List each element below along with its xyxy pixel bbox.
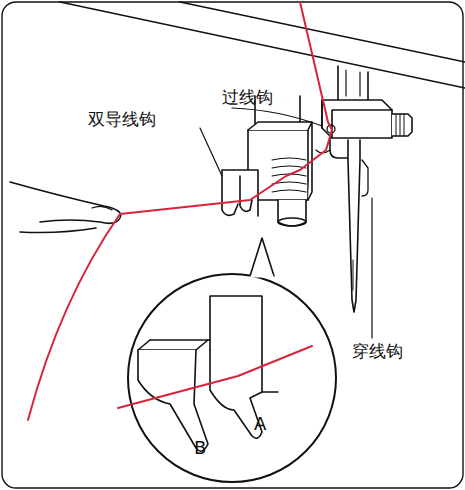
guide-stud (278, 200, 306, 226)
needle (348, 140, 360, 312)
leader-line (232, 108, 322, 126)
part-label: A (254, 414, 266, 434)
thread (28, 214, 120, 420)
part-label: 过线钩 (222, 88, 273, 107)
magnified-guide (209, 340, 211, 350)
part-label: 双导线钩 (88, 110, 156, 129)
clamp-screw (392, 114, 412, 136)
double-guide (240, 176, 252, 211)
needle-eye (353, 260, 354, 290)
double-guide (222, 170, 258, 216)
part-label: 穿线钩 (352, 342, 403, 361)
magnifier-pointer (252, 275, 272, 278)
needle-bar (338, 66, 368, 100)
part-label: B (194, 438, 206, 458)
hand (10, 182, 121, 233)
machine-arm (180, 2, 465, 62)
needle-clamp (322, 100, 392, 138)
clamp-screw (396, 114, 404, 136)
leader-line (200, 128, 222, 176)
thread (120, 2, 332, 214)
leader-line (371, 198, 372, 338)
thread-guide (330, 138, 350, 158)
needle-clamp (322, 100, 392, 138)
needle-bar (346, 70, 360, 96)
magnifier-pointer (250, 238, 274, 276)
magnified-guide (138, 340, 208, 350)
fingernail (92, 206, 112, 210)
machine-arm (60, 2, 465, 88)
guide-stud (278, 218, 306, 226)
threader-hook (362, 160, 368, 196)
thread (118, 346, 312, 408)
